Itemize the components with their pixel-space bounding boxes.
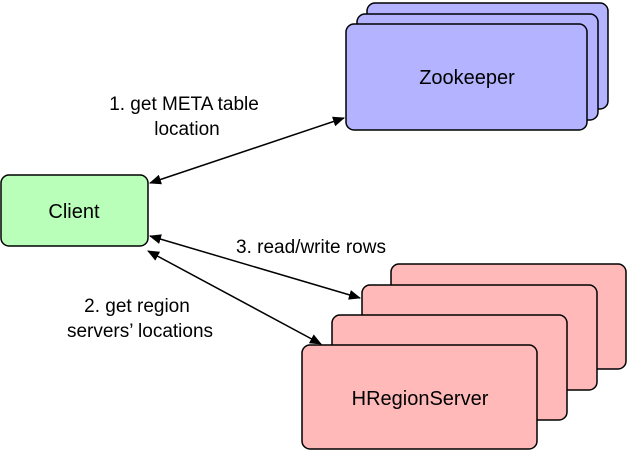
region-edge-label-line1: 2. get region [84, 296, 190, 317]
zookeeper-box-front [345, 23, 588, 131]
meta-edge-label-line1: 1. get META table [109, 94, 259, 115]
meta-edge-label-line2: location [154, 119, 220, 140]
client-node: Client [0, 174, 149, 247]
client-label: Client [48, 201, 100, 223]
zookeeper-label: Zookeeper [419, 67, 515, 89]
arrow-client-zookeeper [149, 116, 345, 185]
client-box [0, 174, 149, 247]
region-edge-label-line2: servers’ locations [67, 321, 213, 342]
rows-edge-label: 3. read/write rows [236, 237, 386, 258]
hregionserver-box-front [301, 344, 538, 450]
hregionserver-label: HRegionServer [352, 388, 489, 410]
zookeeper-node-stack: Zookeeper [345, 2, 609, 131]
hregionserver-node-stack: HRegionServer [301, 263, 627, 450]
arrow-client-hregionserver-locations [147, 250, 322, 345]
